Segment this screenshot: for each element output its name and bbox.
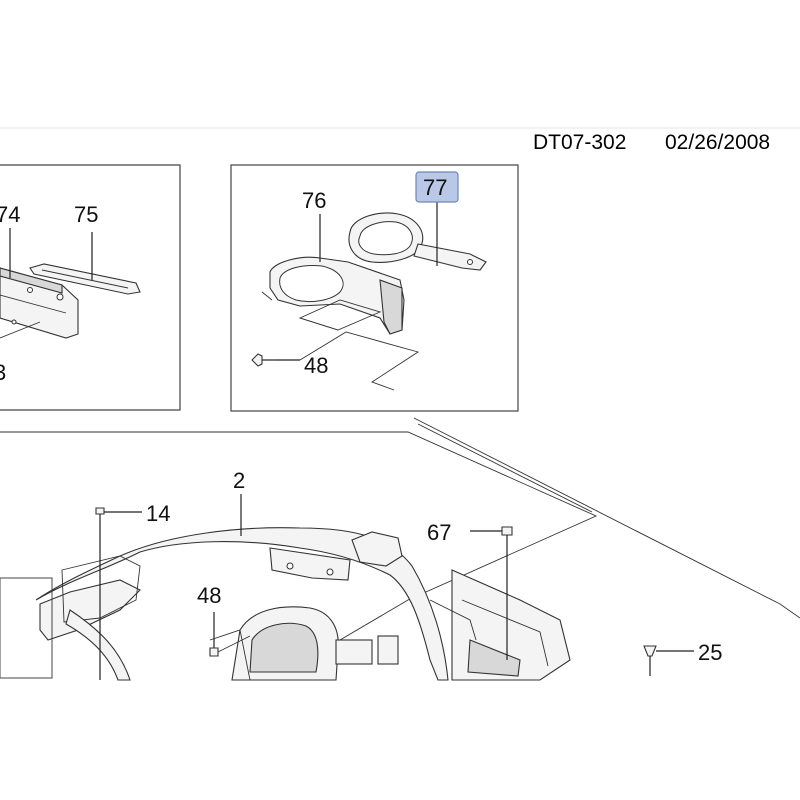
callout-77-highlight bbox=[415, 171, 459, 203]
callout-3: 3 bbox=[0, 360, 6, 385]
callout-75: 75 bbox=[74, 202, 98, 227]
detail-box-left bbox=[0, 164, 181, 411]
callout-25: 25 bbox=[698, 640, 722, 665]
callout-14: 14 bbox=[146, 501, 170, 526]
doc-date: 02/26/2008 bbox=[665, 131, 770, 154]
callout-2: 2 bbox=[233, 468, 245, 493]
callout-74: 74 bbox=[0, 202, 20, 227]
callout-48-detail: 48 bbox=[304, 353, 328, 378]
doc-code: DT07-302 bbox=[533, 131, 626, 154]
callout-77: 77 bbox=[423, 175, 447, 200]
detail-box-right bbox=[230, 164, 519, 412]
callout-67: 67 bbox=[427, 520, 451, 545]
callout-48-main: 48 bbox=[197, 583, 221, 608]
main-assembly bbox=[0, 417, 800, 681]
callout-76: 76 bbox=[302, 188, 326, 213]
